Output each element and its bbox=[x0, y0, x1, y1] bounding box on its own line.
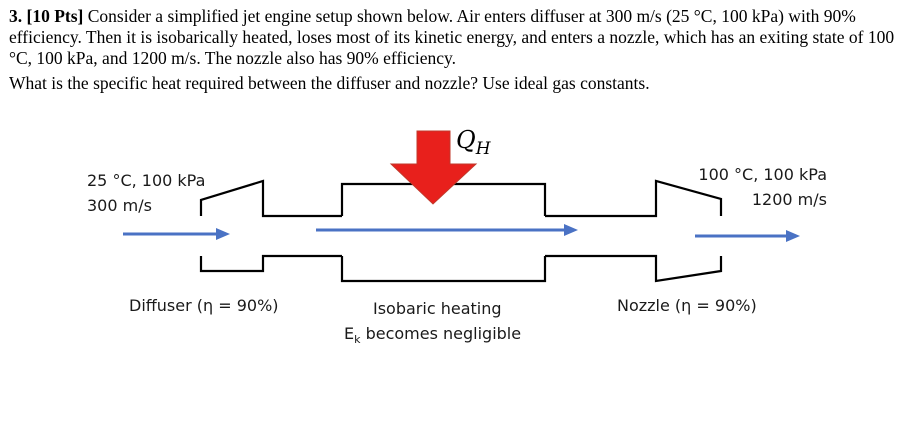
problem-statement-text: Consider a simplified jet engine setup s… bbox=[9, 6, 895, 68]
problem-question: What is the specific heat required betwe… bbox=[9, 73, 650, 93]
ek-subscript: k bbox=[354, 333, 361, 346]
heat-subscript: H bbox=[475, 139, 492, 159]
flow-arrow-chamber bbox=[316, 224, 578, 236]
kinetic-energy-label: Ek becomes negligible bbox=[344, 324, 521, 346]
heater-label: Isobaric heating bbox=[373, 299, 502, 318]
outlet-state-label: 100 °C, 100 kPa bbox=[698, 165, 827, 184]
heat-symbol: Q bbox=[456, 126, 476, 154]
problem-statement: 3. [10 Pts] Consider a simplified jet en… bbox=[9, 6, 904, 69]
heat-input-label: QH bbox=[456, 126, 492, 159]
ek-text: becomes negligible bbox=[360, 324, 521, 343]
problem-text: 3. [10 Pts] Consider a simplified jet en… bbox=[9, 6, 904, 94]
ek-symbol: E bbox=[344, 324, 354, 343]
inlet-state-label: 25 °C, 100 kPa bbox=[87, 171, 205, 190]
nozzle-label: Nozzle (η = 90%) bbox=[617, 296, 757, 315]
diffuser-upper-wall bbox=[199, 179, 342, 218]
flow-arrow-outlet bbox=[695, 230, 800, 242]
diffuser-lower-wall bbox=[199, 254, 342, 273]
problem-number: 3. [10 Pts] bbox=[9, 6, 84, 26]
heater-lower-wall bbox=[340, 256, 547, 283]
inlet-velocity-label: 300 m/s bbox=[87, 196, 152, 215]
flow-arrow-inlet bbox=[123, 228, 230, 240]
heat-input-arrow bbox=[389, 130, 478, 205]
outlet-velocity-label: 1200 m/s bbox=[752, 190, 827, 209]
diffuser-label: Diffuser (η = 90%) bbox=[129, 296, 279, 315]
nozzle-upper-wall bbox=[545, 179, 723, 218]
nozzle-lower-wall bbox=[545, 254, 723, 283]
